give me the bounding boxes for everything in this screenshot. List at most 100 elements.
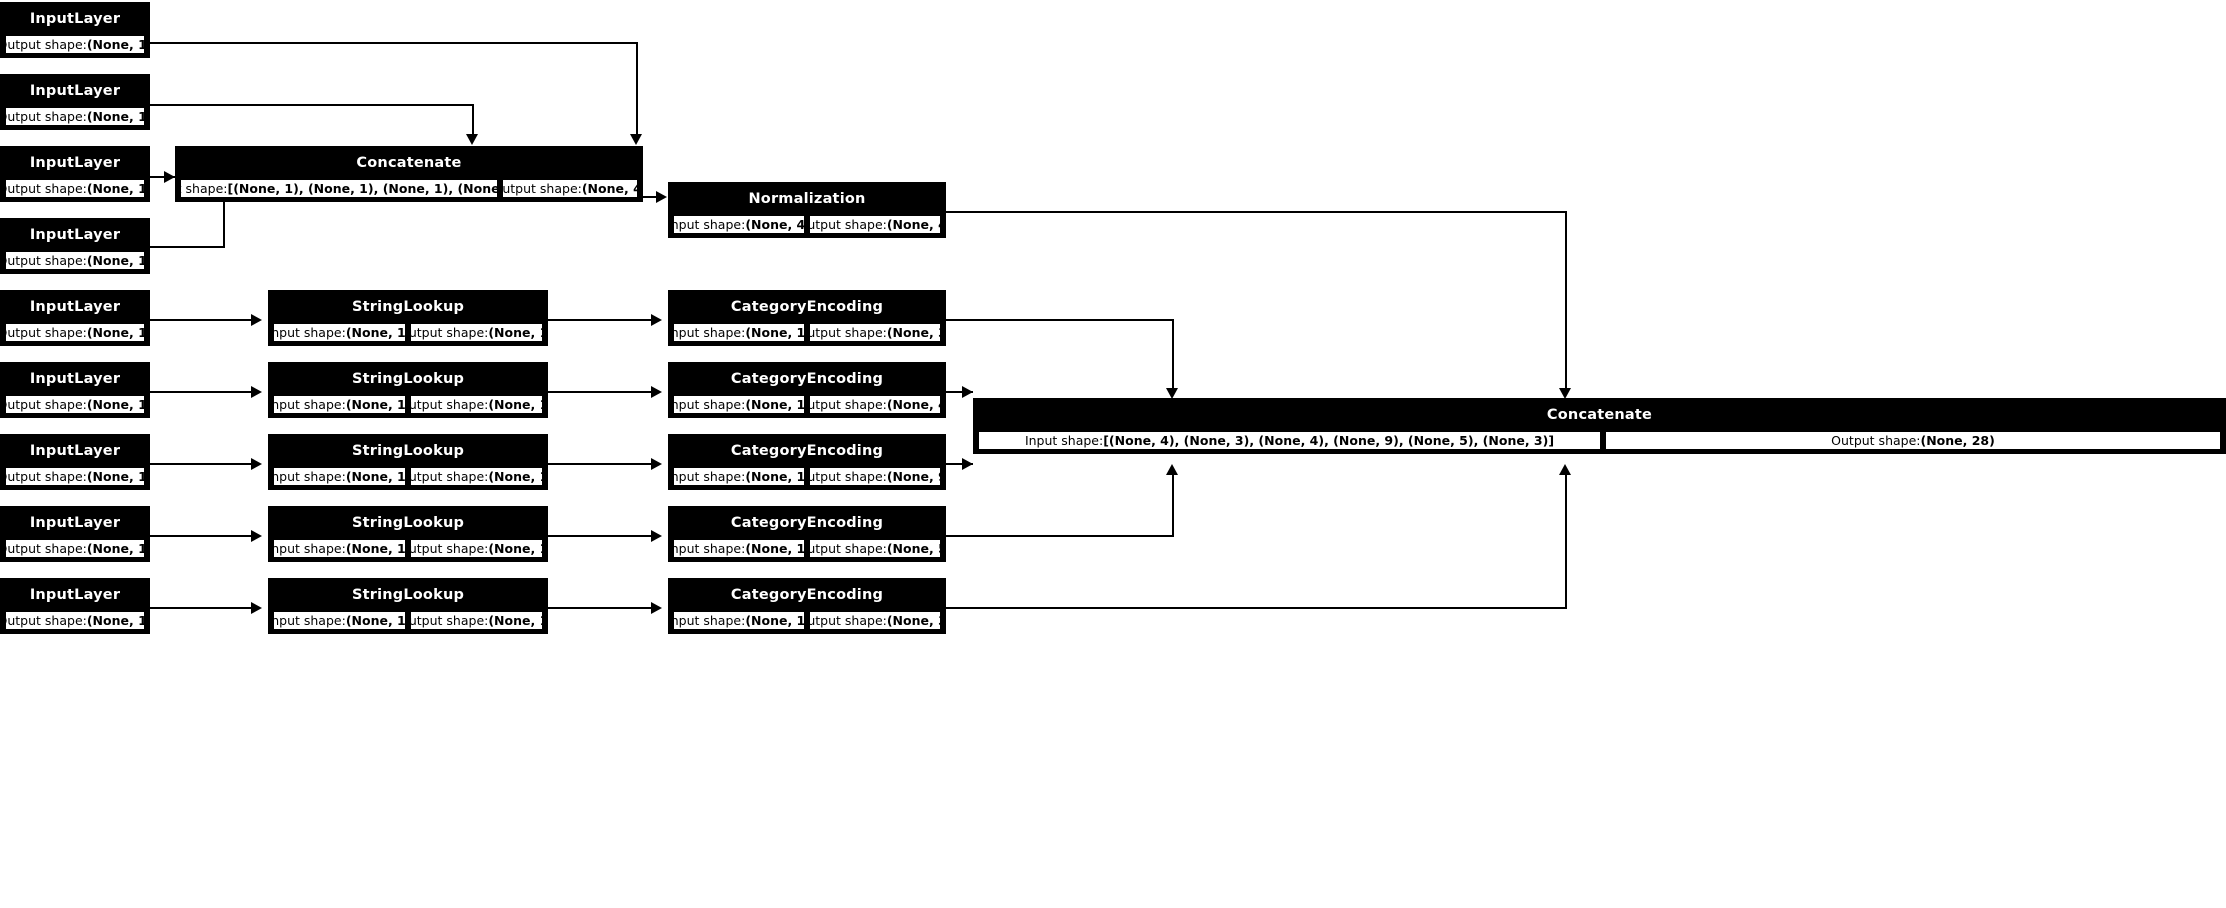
node-title: InputLayer <box>2 4 148 34</box>
output-shape-value: (None, 1) <box>86 397 146 412</box>
edge-cat1-v <box>1172 319 1174 390</box>
output-shape-cell: Output shape: (None, 5) <box>808 538 942 559</box>
node-input-layer-4[interactable]: InputLayer Output shape: (None, 1) <box>0 218 150 274</box>
node-category-encoding-2[interactable]: CategoryEncoding Input shape: (None, 1) … <box>668 362 946 418</box>
edge-in8-to-lookup4 <box>150 535 255 537</box>
output-shape-value: (None, 1) <box>86 181 146 196</box>
node-title: CategoryEncoding <box>670 508 944 538</box>
edge-lookup2-arrowhead <box>651 386 662 398</box>
node-body: Input shape: [(None, 4), (None, 3), (Non… <box>975 430 2224 452</box>
node-category-encoding-4[interactable]: CategoryEncoding Input shape: (None, 1) … <box>668 506 946 562</box>
output-shape-cell: Output shape: (None, 1) <box>409 538 544 559</box>
node-title: InputLayer <box>2 220 148 250</box>
edge-normalization-arrowhead-final <box>1559 388 1571 399</box>
node-body: Output shape: (None, 1) <box>2 250 148 272</box>
node-string-lookup-2[interactable]: StringLookup Input shape: (None, 1) Outp… <box>268 362 548 418</box>
node-input-layer-7[interactable]: InputLayer Output shape: (None, 1) <box>0 434 150 490</box>
node-concatenate-final[interactable]: Concatenate Input shape: [(None, 4), (No… <box>973 398 2226 454</box>
node-string-lookup-4[interactable]: StringLookup Input shape: (None, 1) Outp… <box>268 506 548 562</box>
input-shape-cell: Input shape: (None, 1) <box>272 322 407 343</box>
node-title: StringLookup <box>270 508 546 538</box>
output-shape-label: Output shape: <box>808 325 887 340</box>
output-shape-label: Output shape: <box>501 181 582 196</box>
input-shape-label: Input shape: <box>272 397 346 412</box>
edge-input2-v <box>472 104 474 136</box>
node-body: Input shape: (None, 4) Output shape: (No… <box>670 214 944 236</box>
output-shape-cell: Output shape: (None, 1) <box>4 466 146 487</box>
edge-cat4-arrowhead <box>1166 464 1178 475</box>
edge-input1-v <box>636 42 638 136</box>
node-body: Input shape: (None, 1) Output shape: (No… <box>270 394 546 416</box>
node-title: Concatenate <box>975 400 2224 430</box>
edge-input4-v <box>223 200 225 246</box>
node-body: Input shape: (None, 1) Output shape: (No… <box>670 394 944 416</box>
output-shape-value: (None, 4) <box>886 217 940 232</box>
output-shape-label: Output shape: <box>409 613 489 628</box>
node-string-lookup-5[interactable]: StringLookup Input shape: (None, 1) Outp… <box>268 578 548 634</box>
edge-in7-arrowhead <box>251 458 262 470</box>
output-shape-value: (None, 1) <box>86 253 146 268</box>
node-body: Input shape: (None, 1) Output shape: (No… <box>670 322 944 344</box>
edge-in5-to-lookup1 <box>150 319 255 321</box>
output-shape-cell: Output shape: (None, 1) <box>409 466 544 487</box>
output-shape-label: Output shape: <box>409 469 489 484</box>
node-string-lookup-1[interactable]: StringLookup Input shape: (None, 1) Outp… <box>268 290 548 346</box>
output-shape-value: (None, 1) <box>86 613 146 628</box>
output-shape-cell: Output shape: (None, 4) <box>501 178 639 199</box>
input-shape-value: [(None, 1), (None, 1), (None, 1), (None,… <box>227 181 499 196</box>
output-shape-value: (None, 4) <box>886 397 940 412</box>
edge-cat1-arrowhead <box>1166 388 1178 399</box>
input-shape-label: Input shape: <box>181 181 228 196</box>
output-shape-cell: Output shape: (None, 1) <box>409 322 544 343</box>
node-input-layer-8[interactable]: InputLayer Output shape: (None, 1) <box>0 506 150 562</box>
node-input-layer-1[interactable]: InputLayer Output shape: (None, 1) <box>0 2 150 58</box>
edge-in5-arrowhead <box>251 314 262 326</box>
node-body: Output shape: (None, 1) <box>2 106 148 128</box>
node-title: StringLookup <box>270 580 546 610</box>
input-shape-label: Input shape: <box>272 469 346 484</box>
edge-lookup1-to-cat1 <box>548 319 655 321</box>
edge-input4-h <box>150 246 225 248</box>
output-shape-value: (None, 1) <box>488 397 542 412</box>
output-shape-cell: Output shape: (None, 1) <box>409 610 544 631</box>
node-concatenate-numeric[interactable]: Concatenate Input shape: [(None, 1), (No… <box>175 146 643 202</box>
node-category-encoding-3[interactable]: CategoryEncoding Input shape: (None, 1) … <box>668 434 946 490</box>
node-normalization[interactable]: Normalization Input shape: (None, 4) Out… <box>668 182 946 238</box>
input-shape-cell: Input shape: [(None, 4), (None, 3), (Non… <box>977 430 1602 451</box>
output-shape-label: Output shape: <box>409 397 489 412</box>
input-shape-cell: Input shape: (None, 4) <box>672 214 806 235</box>
node-title: InputLayer <box>2 580 148 610</box>
output-shape-cell: Output shape: (None, 3) <box>808 610 942 631</box>
output-shape-cell: Output shape: (None, 1) <box>4 250 146 271</box>
node-category-encoding-1[interactable]: CategoryEncoding Input shape: (None, 1) … <box>668 290 946 346</box>
edge-lookup4-arrowhead <box>651 530 662 542</box>
node-input-layer-6[interactable]: InputLayer Output shape: (None, 1) <box>0 362 150 418</box>
input-shape-label: Input shape: <box>1024 433 1104 448</box>
output-shape-value: (None, 9) <box>886 469 940 484</box>
edge-in8-arrowhead <box>251 530 262 542</box>
edge-cat4-v <box>1172 475 1174 535</box>
node-body: Input shape: (None, 1) Output shape: (No… <box>270 322 546 344</box>
node-category-encoding-5[interactable]: CategoryEncoding Input shape: (None, 1) … <box>668 578 946 634</box>
edge-cat5-arrowhead <box>1559 464 1571 475</box>
input-shape-cell: Input shape: (None, 1) <box>672 466 806 487</box>
node-input-layer-5[interactable]: InputLayer Output shape: (None, 1) <box>0 290 150 346</box>
node-input-layer-9[interactable]: InputLayer Output shape: (None, 1) <box>0 578 150 634</box>
input-shape-label: Input shape: <box>272 613 346 628</box>
edge-input1-arrowhead <box>630 134 642 145</box>
input-shape-value: [(None, 4), (None, 3), (None, 4), (None,… <box>1103 433 1555 448</box>
node-string-lookup-3[interactable]: StringLookup Input shape: (None, 1) Outp… <box>268 434 548 490</box>
node-input-layer-3[interactable]: InputLayer Output shape: (None, 1) <box>0 146 150 202</box>
edge-cat3-h <box>946 463 973 465</box>
node-title: InputLayer <box>2 436 148 466</box>
edge-input1-h <box>150 42 638 44</box>
edge-lookup5-to-cat5 <box>548 607 655 609</box>
edge-lookup3-arrowhead <box>651 458 662 470</box>
node-title: Normalization <box>670 184 944 214</box>
output-shape-value: (None, 1) <box>86 109 146 124</box>
output-shape-cell: Output shape: (None, 4) <box>808 214 942 235</box>
node-input-layer-2[interactable]: InputLayer Output shape: (None, 1) <box>0 74 150 130</box>
output-shape-value: (None, 1) <box>86 469 146 484</box>
output-shape-value: (None, 1) <box>86 37 146 52</box>
